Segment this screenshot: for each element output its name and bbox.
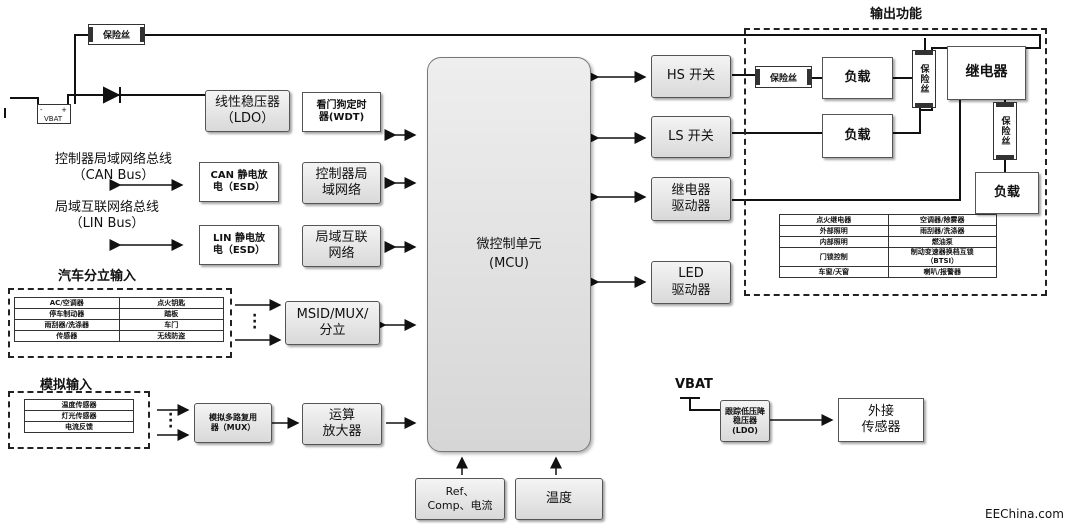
- external-sensor-block: 外接 传感器: [838, 398, 924, 442]
- wdt-block: 看门狗定时 器(WDT): [302, 92, 381, 132]
- can-esd-block: CAN 静电放 电（ESD）: [199, 162, 279, 202]
- opamp-block: 运算 放大器: [302, 403, 382, 445]
- battery-to-ldo-wire: [67, 94, 205, 104]
- output-load-row: 车窗/天窗喇叭/报警器: [779, 266, 997, 278]
- load-1: 负载: [822, 57, 893, 99]
- msid-mux-block: MSID/MUX/ 分立: [285, 301, 380, 345]
- analog-input-cell: 电流反馈: [24, 421, 134, 433]
- discrete-input-row: 传感器无线防盗: [14, 330, 224, 342]
- load-3: 负载: [975, 172, 1039, 214]
- analog-input-cell: 灯光传感器: [24, 410, 134, 422]
- relay-fuse-2: 保险丝: [993, 102, 1017, 160]
- relay-driver-block: 继电器 驱动器: [651, 177, 731, 221]
- tracking-ldo-block: 跟踪低压降 稳压器 (LDO): [720, 400, 770, 442]
- discrete-input-cell: 踏板: [118, 308, 224, 320]
- discrete-input-cell: 无线防盗: [118, 330, 224, 342]
- load-2: 负载: [822, 114, 893, 158]
- output-load-cell: 车窗/天窗: [779, 266, 889, 278]
- watermark: EEChina.com: [985, 507, 1064, 521]
- analog-input-row: 温度传感器: [24, 399, 134, 411]
- ref-comp-block: Ref、 Comp、电流: [415, 478, 505, 520]
- mcu-label: 微控制单元 (MCU): [476, 237, 542, 271]
- discrete-input-cell: 车门: [118, 319, 224, 331]
- discrete-input-title: 汽车分立输入: [58, 269, 137, 284]
- ldo-block: 线性稳压器 （LDO）: [205, 90, 290, 132]
- analog-input-row: 灯光传感器: [24, 410, 134, 422]
- top-fuse: 保险丝: [88, 24, 145, 45]
- ls-switch-block: LS 开关: [651, 116, 731, 158]
- analog-input-table: 温度传感器灯光传感器电流反馈: [24, 399, 134, 433]
- ellipsis: ···: [168, 407, 174, 435]
- relay-block: 继电器: [947, 46, 1026, 100]
- can-controller-block: 控制器局 域网络: [302, 162, 381, 204]
- battery-plus: +: [61, 106, 67, 114]
- output-load-cell: 门锁控制: [779, 247, 889, 267]
- hs-switch-block: HS 开关: [651, 55, 731, 98]
- analog-input-cell: 温度传感器: [24, 399, 134, 411]
- output-load-row: 外部照明雨刮器/洗涤器: [779, 225, 997, 237]
- discrete-input-group: [8, 288, 232, 358]
- output-load-row: 内部照明燃油泵: [779, 236, 997, 248]
- hs-fuse: 保险丝: [755, 66, 812, 88]
- temperature-block: 温度: [515, 478, 603, 520]
- output-load-cell: 雨刮器/洗涤器: [887, 225, 997, 237]
- discrete-input-cell: 传感器: [14, 330, 120, 342]
- discrete-input-row: 雨刮器/洗涤器车门: [14, 319, 224, 331]
- output-load-cell: 空调器/除雾器: [887, 214, 997, 226]
- discrete-input-cell: 点火钥匙: [118, 297, 224, 309]
- sensor-vbat-label: VBAT: [675, 377, 713, 392]
- output-load-cell: 内部照明: [779, 236, 889, 248]
- top-power-rail: [145, 34, 1041, 49]
- discrete-input-cell: 雨刮器/洗涤器: [14, 319, 120, 331]
- battery-to-fuse-wire: [74, 34, 88, 104]
- ground-wire: [10, 97, 39, 108]
- battery: - + VBAT: [37, 104, 71, 124]
- ellipsis: ···: [252, 308, 258, 336]
- can-bus-label: 控制器局域网络总线 （CAN Bus）: [55, 152, 173, 183]
- output-load-row: 门锁控制制动变速器换档互锁 （BTSI）: [779, 247, 997, 267]
- discrete-input-table: AC/空调器点火钥匙停车制动器踏板雨刮器/洗涤器车门传感器无线防盗: [14, 297, 224, 342]
- diode: [103, 86, 121, 104]
- lin-esd-block: LIN 静电放 电（ESD）: [199, 225, 279, 265]
- battery-label: VBAT: [44, 115, 63, 123]
- output-load-row: 点火继电器空调器/除雾器: [779, 214, 997, 226]
- analog-input-row: 电流反馈: [24, 421, 134, 433]
- output-load-cell: 燃油泵: [887, 236, 997, 248]
- led-driver-block: LED 驱动器: [651, 261, 731, 304]
- output-load-cell: 喇叭/报警器: [887, 266, 997, 278]
- lin-network-block: 局域互联 网络: [302, 225, 381, 267]
- discrete-input-row: AC/空调器点火钥匙: [14, 297, 224, 309]
- output-load-table: 点火继电器空调器/除雾器外部照明雨刮器/洗涤器内部照明燃油泵门锁控制制动变速器换…: [779, 214, 997, 278]
- output-load-cell: 外部照明: [779, 225, 889, 237]
- discrete-input-cell: 停车制动器: [14, 308, 120, 320]
- discrete-input-cell: AC/空调器: [14, 297, 120, 309]
- battery-minus: -: [40, 106, 43, 114]
- output-load-cell: 制动变速器换档互锁 （BTSI）: [887, 247, 997, 267]
- vbat-symbol: [680, 397, 720, 411]
- discrete-input-row: 停车制动器踏板: [14, 308, 224, 320]
- analog-input-group: [8, 391, 150, 449]
- mcu-block: 微控制单元 (MCU): [427, 57, 591, 452]
- lin-bus-label: 局域互联网络总线 （LIN Bus）: [55, 200, 160, 231]
- analog-input-title: 模拟输入: [40, 378, 93, 393]
- relay-fuse-1: 保险丝: [912, 50, 936, 108]
- output-function-title: 输出功能: [870, 7, 923, 22]
- output-function-group: [744, 28, 1047, 296]
- output-load-cell: 点火继电器: [779, 214, 889, 226]
- analog-mux-block: 模拟多路复用 器（MUX）: [194, 403, 272, 443]
